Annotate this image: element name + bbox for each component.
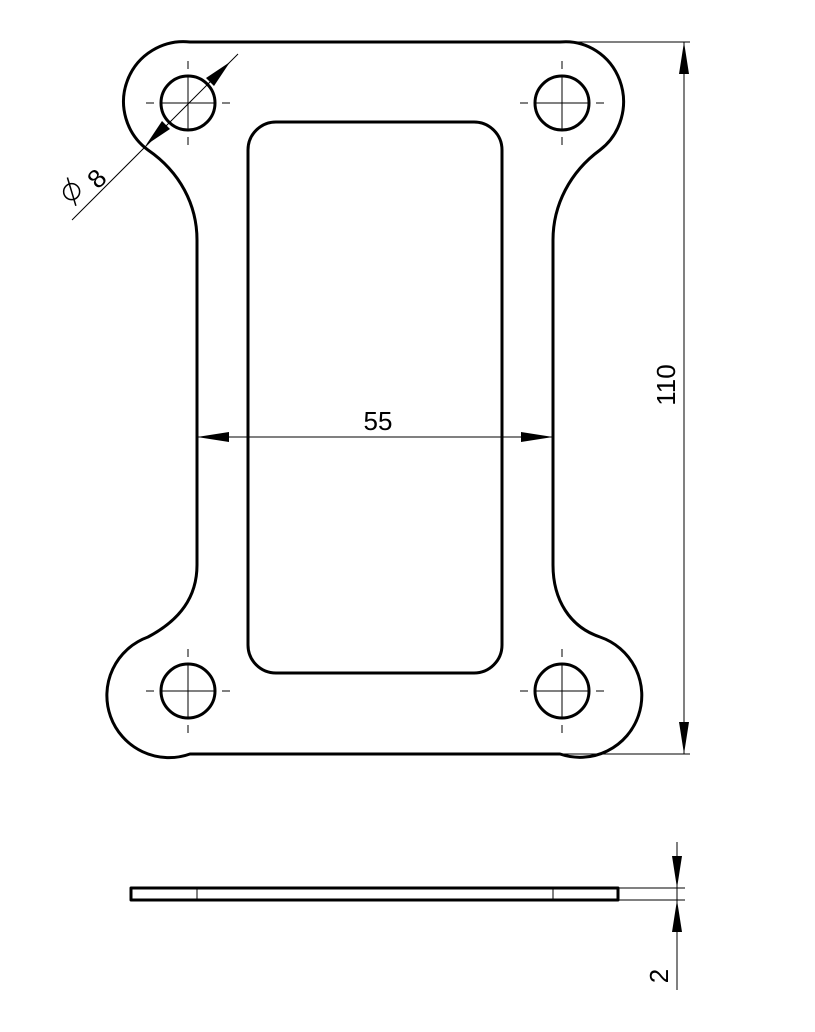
height-label: 110 [651,364,681,405]
bolt-hole-bottom-right [520,649,604,733]
width-label: 55 [364,406,393,436]
diameter-symbol-icon [62,177,81,206]
bolt-hole-top-right [520,61,604,145]
gasket-inner-opening [246,120,504,675]
bolt-hole-bottom-left [146,649,230,733]
hole-diameter-dimension: 8 [62,53,239,221]
bolt-hole-top-left [146,61,230,145]
thickness-label: 2 [644,969,674,983]
hole-diameter-label: 8 [81,163,112,194]
side-view: 2 [129,842,685,990]
thickness-dimension: 2 [618,842,685,990]
width-dimension: 55 [197,406,553,442]
gasket-side-profile [129,886,620,902]
top-view: 8 55 110 [62,40,690,760]
height-dimension: 110 [560,41,690,755]
